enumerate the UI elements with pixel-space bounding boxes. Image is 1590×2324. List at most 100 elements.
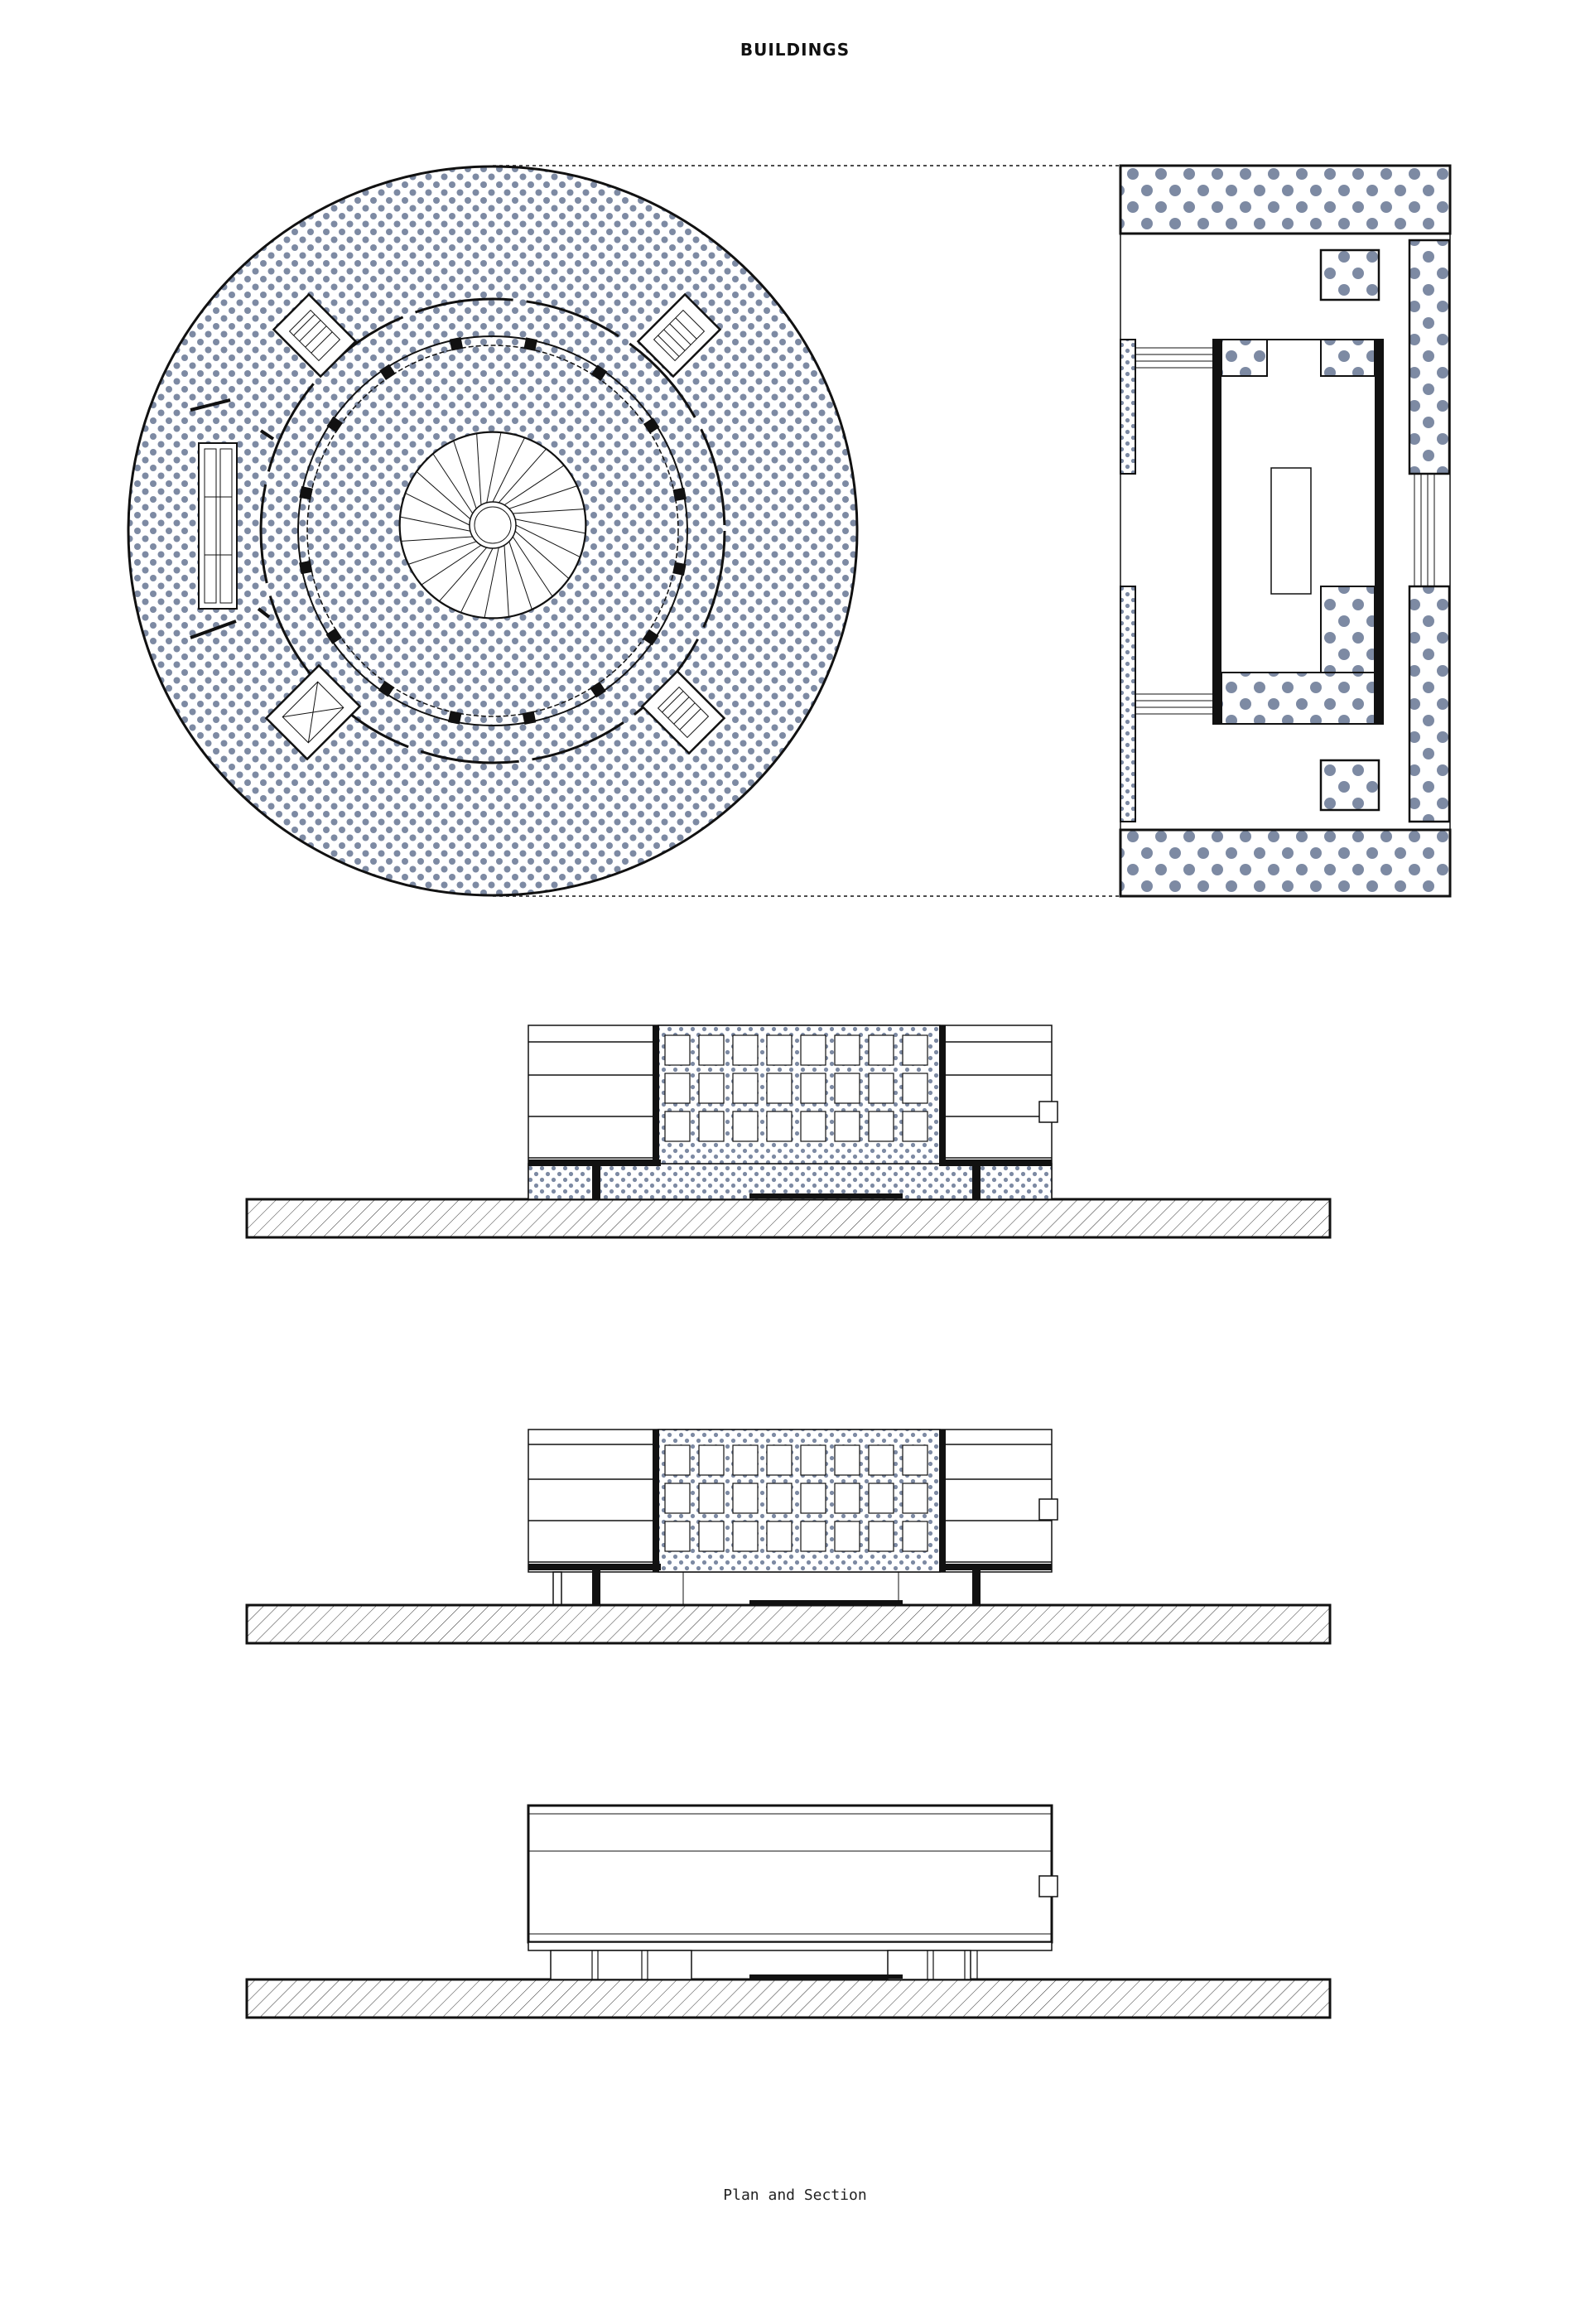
ring-column — [325, 628, 342, 644]
ring-column — [379, 364, 396, 380]
window-pane — [664, 1521, 691, 1552]
rect-plan-core-west-wall — [1213, 340, 1221, 724]
stair-core-ne — [636, 292, 722, 378]
rect-plan-east-wall-upper — [1408, 239, 1451, 475]
window-pane — [698, 1034, 725, 1066]
window-pane — [664, 1483, 691, 1514]
ring-column — [522, 711, 537, 725]
spiral-tread — [460, 547, 494, 613]
rect-plan-west-wall-lower — [1120, 586, 1136, 822]
window-pane — [868, 1111, 894, 1142]
sheet-caption: Plan and Section — [723, 2187, 867, 2204]
ring-column — [378, 681, 395, 697]
window-pane — [834, 1073, 860, 1104]
window-pane — [732, 1444, 759, 1476]
window-pane — [868, 1444, 894, 1476]
window-pane — [868, 1073, 894, 1104]
window-pane — [834, 1521, 860, 1552]
spiral-tread — [439, 547, 488, 602]
section-1-window-grid — [664, 1034, 928, 1142]
window-pane — [868, 1521, 894, 1552]
window-pane — [732, 1483, 759, 1514]
window-pane — [698, 1111, 725, 1142]
ring-column — [299, 486, 313, 500]
ring-column — [643, 629, 659, 646]
circular-plan — [127, 165, 1126, 897]
spiral-tread — [401, 536, 473, 542]
ring-column — [448, 711, 462, 725]
window-pane — [732, 1034, 759, 1066]
window-pane — [698, 1444, 725, 1476]
rect-plan-top-band — [1119, 164, 1452, 235]
window-pane — [902, 1034, 928, 1066]
window-pane — [834, 1111, 860, 1142]
ring-column — [590, 682, 606, 698]
rect-plan-block-ne — [1319, 248, 1380, 301]
rect-plan-central-void — [1270, 467, 1312, 595]
window-pane — [766, 1444, 793, 1476]
window-pane — [834, 1483, 860, 1514]
spiral-tread — [484, 547, 499, 618]
spiral-tread — [504, 465, 565, 506]
spiral-tread — [400, 516, 471, 532]
ring-column — [523, 337, 537, 351]
window-pane — [732, 1073, 759, 1104]
spiral-tread — [515, 524, 581, 557]
stair-core-sw — [264, 663, 362, 761]
spiral-stair-edge — [398, 431, 587, 620]
window-pane — [698, 1483, 725, 1514]
ring-column — [326, 416, 343, 433]
elevation-body — [527, 1804, 1053, 1944]
spiral-tread — [512, 536, 553, 597]
rect-plan-west-wall-upper — [1120, 339, 1136, 475]
spiral-tread — [504, 545, 509, 617]
spiral-tread — [405, 493, 470, 526]
window-pane — [698, 1073, 725, 1104]
window-pane — [868, 1034, 894, 1066]
spiral-tread — [492, 437, 525, 503]
spiral-tread — [508, 485, 577, 509]
rectangular-plan — [1119, 164, 1452, 898]
rect-plan-east-wall-lower — [1408, 585, 1451, 823]
ring-column — [299, 560, 313, 575]
elevation — [245, 1804, 1332, 2019]
window-pane — [902, 1111, 928, 1142]
window-pane — [698, 1521, 725, 1552]
spiral-treads — [400, 432, 585, 618]
window-pane — [766, 1483, 793, 1514]
spiral-tread — [514, 530, 570, 579]
window-pane — [800, 1483, 826, 1514]
window-pane — [664, 1073, 691, 1104]
window-pane — [732, 1521, 759, 1552]
ground-slab-2 — [245, 1603, 1332, 1645]
sheet-title: BUILDINGS — [740, 40, 850, 60]
spiral-tread — [416, 471, 471, 520]
window-pane — [766, 1521, 793, 1552]
spiral-tread — [498, 448, 547, 504]
rect-plan-bottom-band — [1119, 828, 1452, 898]
spiral-tread — [486, 432, 502, 504]
spiral-stair-core — [469, 501, 517, 549]
ground-slab-3 — [245, 1978, 1332, 2019]
escalator-left — [198, 442, 238, 610]
spiral-stair-core-inner — [474, 506, 512, 544]
ring-column — [590, 364, 608, 381]
window-pane — [732, 1111, 759, 1142]
window-pane — [902, 1521, 928, 1552]
spiral-tread — [476, 433, 482, 505]
window-pane — [800, 1034, 826, 1066]
spiral-tread — [514, 518, 585, 534]
stair-core-se — [640, 669, 726, 755]
window-pane — [868, 1483, 894, 1514]
window-pane — [800, 1073, 826, 1104]
spiral-tread — [508, 541, 532, 610]
wall-fragments — [190, 398, 275, 639]
ground-slab-1 — [245, 1198, 1332, 1239]
rect-plan-core-east-wall — [1375, 340, 1383, 724]
window-pane — [664, 1111, 691, 1142]
window-pane — [834, 1444, 860, 1476]
window-pane — [800, 1521, 826, 1552]
window-pane — [664, 1034, 691, 1066]
window-pane — [902, 1073, 928, 1104]
